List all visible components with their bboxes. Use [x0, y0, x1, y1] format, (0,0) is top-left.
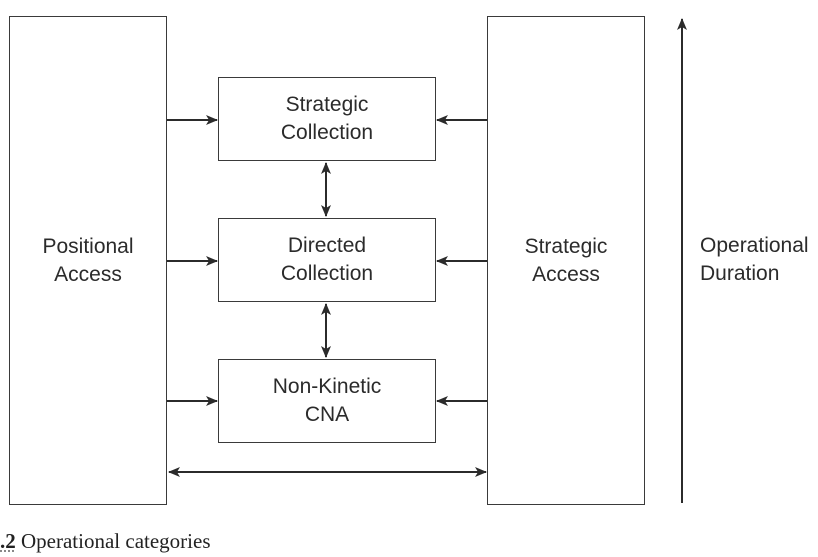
strategic-access-box: Strategic Access	[487, 16, 645, 505]
figure-caption-text: Operational categories	[15, 529, 211, 553]
strategic-collection-label: Strategic Collection	[280, 93, 374, 144]
directed-collection-box: Directed Collection	[218, 218, 436, 302]
figure-caption: .2 Operational categories	[0, 528, 211, 554]
figure-number: .2	[0, 529, 16, 553]
strategic-access-label: Strategic Access	[524, 234, 608, 286]
non-kinetic-cna-label: Non-Kinetic CNA	[272, 375, 382, 426]
positional-access-label: Positional Access	[42, 234, 134, 286]
directed-collection-label: Directed Collection	[280, 234, 374, 285]
operational-duration-label: Operational Duration	[700, 234, 809, 285]
positional-access-box: Positional Access	[9, 16, 167, 505]
non-kinetic-cna-box: Non-Kinetic CNA	[218, 359, 436, 443]
strategic-collection-box: Strategic Collection	[218, 77, 436, 161]
